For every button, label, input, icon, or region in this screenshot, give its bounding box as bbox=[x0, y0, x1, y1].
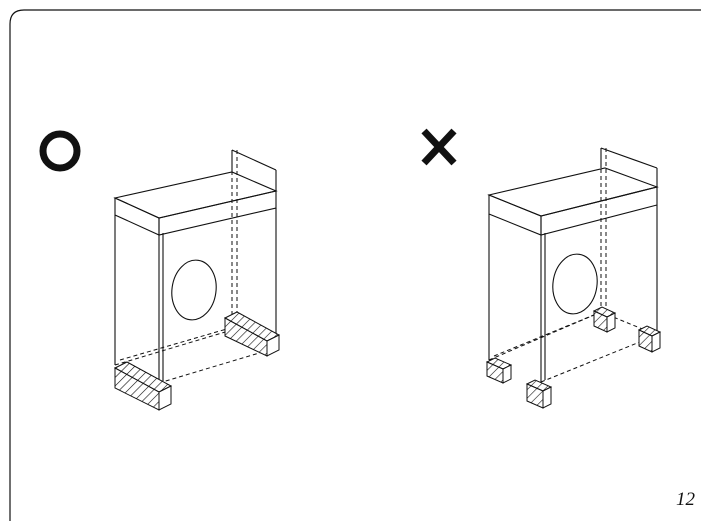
support-foot-front-left bbox=[485, 357, 513, 384]
support-foot-rear-right bbox=[637, 325, 662, 353]
support-block-front bbox=[113, 361, 173, 411]
washer-cabinet-incorrect bbox=[487, 147, 659, 383]
support-foot-front-right bbox=[525, 379, 553, 409]
support-block-rear bbox=[223, 311, 281, 357]
correct-mark-icon bbox=[39, 130, 81, 172]
incorrect-mark-icon bbox=[421, 128, 457, 166]
page-number: 12 bbox=[676, 489, 695, 510]
support-foot-rear-left bbox=[592, 306, 617, 333]
